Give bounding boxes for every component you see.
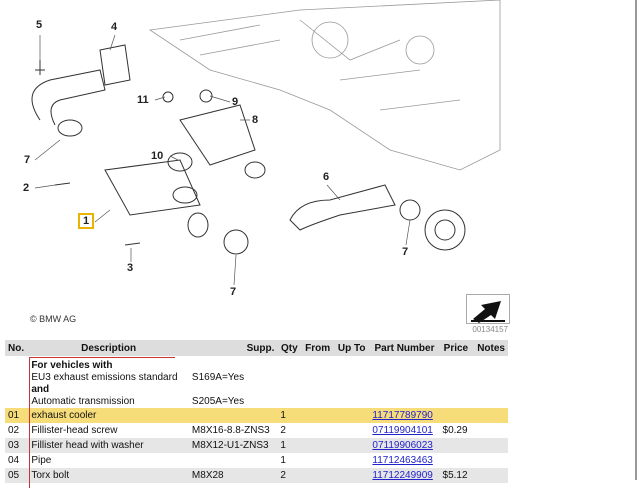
navigate-arrow-button[interactable] xyxy=(466,294,510,324)
row-part-number: 11717789790 xyxy=(369,408,440,423)
callout-10[interactable]: 10 xyxy=(151,150,164,162)
callout-7[interactable]: 7 xyxy=(402,246,409,258)
row-description: exhaust cooler xyxy=(28,408,189,423)
col-from: From xyxy=(301,340,334,356)
row-qty: 1 xyxy=(277,438,302,453)
callout-9[interactable]: 9 xyxy=(232,96,239,108)
row-from xyxy=(301,408,334,423)
parts-diagram xyxy=(31,0,501,286)
row-from xyxy=(301,453,334,468)
row-price: $5.12 xyxy=(439,468,473,483)
condition-line: and xyxy=(31,384,50,395)
parts-table: No. Description Supp. Qty From Up To Par… xyxy=(5,340,508,483)
row-supp: M8X28 xyxy=(188,468,278,483)
row-description: Fillister-head screw xyxy=(31,425,118,436)
row-notes xyxy=(472,468,508,483)
condition-supp: S205A=Yes xyxy=(191,396,245,407)
row-part-number: 11712463463 xyxy=(369,453,439,468)
row-qty: 2 xyxy=(277,468,302,483)
row-part-number: 11712249909 xyxy=(369,468,440,483)
part-number-link[interactable]: 11717789790 xyxy=(372,410,433,421)
condition-bracket xyxy=(29,357,175,488)
callout-11[interactable]: 11 xyxy=(137,94,149,106)
col-description: Description xyxy=(28,340,189,356)
row-no: 05 xyxy=(5,468,29,483)
row-notes xyxy=(472,438,508,453)
row-part-number: 07119904101 xyxy=(369,423,439,438)
part-number-link[interactable]: 07119904101 xyxy=(372,425,433,436)
table-row[interactable]: 02 Fillister-head screw M8X16-8.8-ZNS3 2 071… xyxy=(5,423,508,438)
row-supp: M8X12-U1-ZNS3 xyxy=(188,438,278,453)
illustration-number: 00134157 xyxy=(472,325,508,334)
condition-supp: S169A=Yes xyxy=(191,372,245,383)
row-notes xyxy=(472,423,508,438)
callout-8[interactable]: 8 xyxy=(252,114,259,126)
row-from xyxy=(301,468,334,483)
row-price xyxy=(440,453,473,468)
row-description: Fillister head with washer xyxy=(28,438,189,453)
col-no: No. xyxy=(5,340,29,356)
row-qty: 2 xyxy=(280,425,286,436)
row-no: 01 xyxy=(5,408,29,423)
col-price: Price xyxy=(439,340,473,356)
row-from xyxy=(301,438,334,453)
part-number-link[interactable]: 11712463463 xyxy=(372,455,433,466)
row-supp xyxy=(188,408,278,423)
row-price xyxy=(439,438,473,453)
col-notes: Notes xyxy=(472,340,508,356)
table-row[interactable]: 04 Pipe 1 11712463463 xyxy=(5,453,508,468)
row-description: Pipe xyxy=(31,455,52,466)
scrollbar-edge xyxy=(635,0,637,480)
row-description: Torx bolt xyxy=(28,468,189,483)
part-number-link[interactable]: 11712249909 xyxy=(372,470,433,481)
condition-line: For vehicles with xyxy=(31,360,113,371)
col-part-number: Part Number xyxy=(369,340,440,356)
callout-7[interactable]: 7 xyxy=(24,154,31,166)
row-upto xyxy=(333,408,370,423)
row-supp: M8X16-8.8-ZNS3 xyxy=(191,425,270,436)
callout-6[interactable]: 6 xyxy=(323,171,330,183)
row-notes xyxy=(472,408,508,423)
callout-3[interactable]: 3 xyxy=(127,262,134,274)
row-qty: 1 xyxy=(280,455,286,466)
row-supp xyxy=(189,453,277,468)
callout-5[interactable]: 5 xyxy=(36,19,43,31)
callout-2[interactable]: 2 xyxy=(23,182,30,194)
row-upto xyxy=(334,453,369,468)
row-upto xyxy=(333,438,370,453)
callout-1-selected[interactable]: 1 xyxy=(78,213,95,229)
row-no: 03 xyxy=(5,438,29,453)
part-number-link[interactable]: 07119906023 xyxy=(372,440,433,451)
row-upto xyxy=(334,423,369,438)
row-price xyxy=(439,408,473,423)
condition-line: EU3 exhaust emissions standard xyxy=(31,372,178,383)
col-qty: Qty xyxy=(277,340,302,356)
col-supp: Supp. xyxy=(188,340,278,356)
row-part-number: 07119906023 xyxy=(369,438,440,453)
col-upto: Up To xyxy=(333,340,370,356)
row-from xyxy=(301,423,334,438)
callout-7[interactable]: 7 xyxy=(230,286,237,298)
copyright: © BMW AG xyxy=(30,314,77,324)
row-no: 02 xyxy=(8,425,20,436)
row-qty: 1 xyxy=(277,408,302,423)
row-no: 04 xyxy=(8,455,20,466)
table-header: No. Description Supp. Qty From Up To Par… xyxy=(5,340,508,356)
row-upto xyxy=(333,468,370,483)
condition-line: Automatic transmission xyxy=(31,396,135,407)
arrow-icon xyxy=(471,301,505,323)
callout-4[interactable]: 4 xyxy=(111,21,118,33)
row-price: $0.29 xyxy=(442,425,468,436)
row-notes xyxy=(472,453,508,468)
